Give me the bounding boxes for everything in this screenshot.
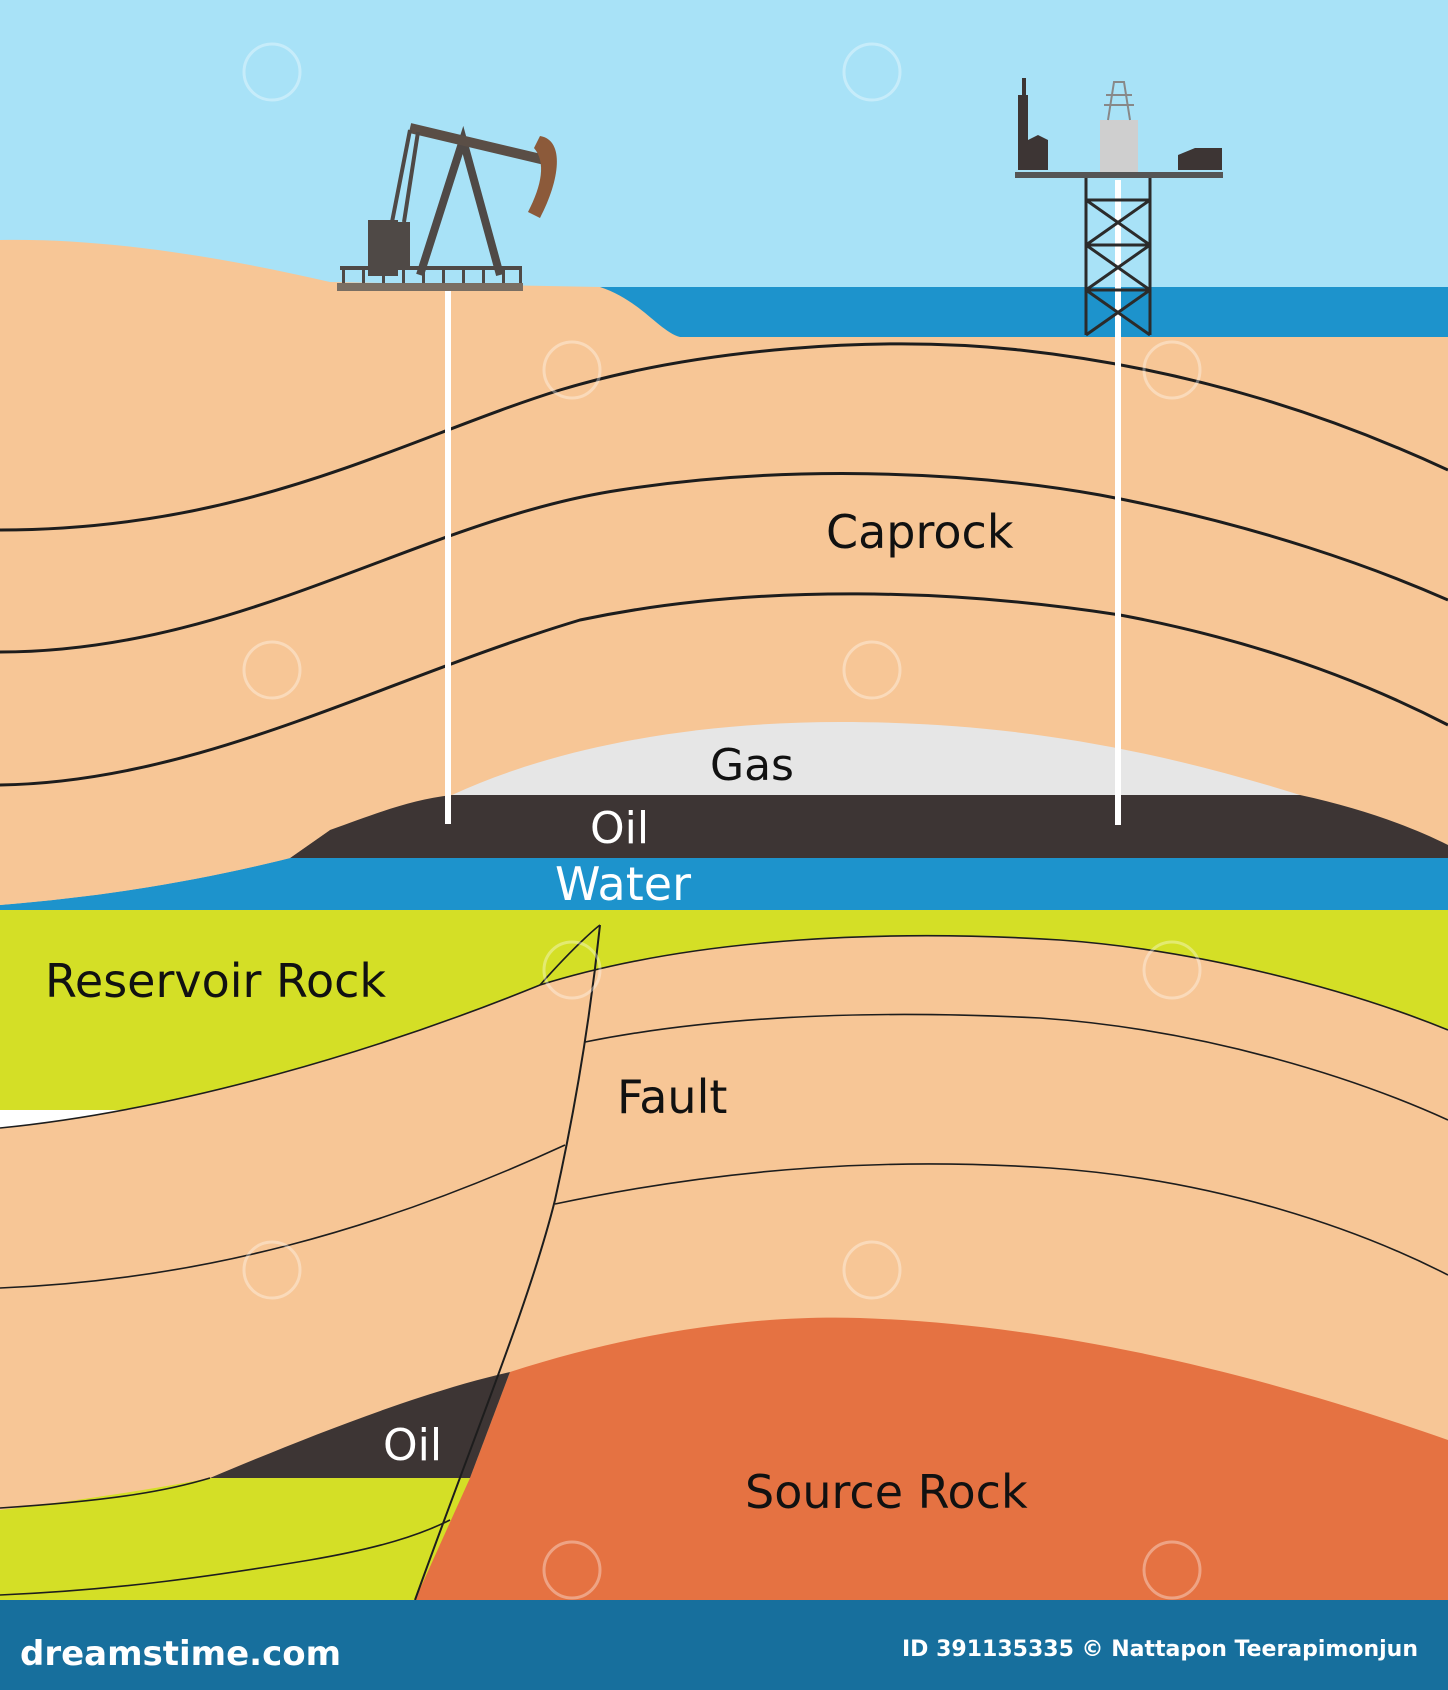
lower-line-3 (0, 1144, 566, 1289)
watermark-logo-10 (842, 1240, 902, 1300)
watermark-logo-8 (1142, 940, 1202, 1000)
upper-strata-lines (0, 342, 1448, 787)
pumpjack-base (337, 283, 523, 291)
platform-left-building (1018, 95, 1048, 170)
platform-deck (1015, 172, 1223, 178)
lower-line-1 (0, 934, 1448, 1129)
footer-image-id: ID 391135335 © Nattapon Teerapimonjun (902, 1637, 1418, 1662)
oil-layer (290, 795, 1448, 858)
footer-band (0, 1600, 1448, 1690)
water-edge-sand (0, 830, 330, 905)
source-rock-body (415, 1317, 1448, 1600)
label-oil-lower: Oil (383, 1420, 442, 1471)
platform-derrick (1104, 81, 1134, 121)
watermark-logo-9 (242, 1240, 302, 1300)
label-oil-upper: Oil (590, 803, 649, 854)
platform-right-building (1178, 148, 1222, 170)
label-caprock: Caprock (826, 505, 1014, 559)
lower-line-2 (584, 1013, 1448, 1121)
platform-derrick-hut (1100, 120, 1138, 172)
lower-line-4 (554, 1163, 1448, 1276)
label-water: Water (555, 857, 691, 911)
watermark-logo-11 (542, 1540, 602, 1600)
strata-line-1 (0, 342, 1448, 532)
watermark-logo-3 (542, 340, 602, 400)
pumpjack-walking-beam (408, 123, 547, 165)
strata-line-3 (0, 592, 1448, 787)
label-gas: Gas (710, 740, 794, 791)
strata-line-2 (0, 472, 1448, 654)
watermark-logo-12 (1142, 1540, 1202, 1600)
lower-reservoir-wedge (0, 1478, 470, 1600)
lower-oil-accumulation (210, 1372, 510, 1478)
watermark-logo-5 (242, 640, 302, 700)
watermark-logo-4 (1142, 340, 1202, 400)
watermark-logo-6 (842, 640, 902, 700)
label-reservoir-rock: Reservoir Rock (45, 954, 386, 1008)
lower-line-6 (0, 1519, 451, 1596)
pumpjack-horse-head (528, 136, 557, 218)
pumpjack-motor (368, 220, 398, 276)
platform-jacket (1084, 178, 1152, 337)
fault-line (414, 924, 601, 1601)
pumpjack (337, 123, 557, 291)
footer-brand: dreamstime.com (20, 1634, 341, 1674)
lower-line-5 (0, 1477, 211, 1509)
watermark-logo-2 (842, 42, 902, 102)
gas-cap (452, 722, 1300, 795)
watermark-logo-1 (242, 42, 302, 102)
watermark-layer (242, 42, 1202, 1600)
offshore-platform (1015, 78, 1223, 337)
label-fault: Fault (617, 1070, 727, 1124)
watermark-logo-7 (542, 940, 602, 1000)
label-source-rock: Source Rock (745, 1465, 1028, 1519)
water-layer (0, 858, 1448, 910)
pumpjack-pitman (390, 129, 420, 223)
